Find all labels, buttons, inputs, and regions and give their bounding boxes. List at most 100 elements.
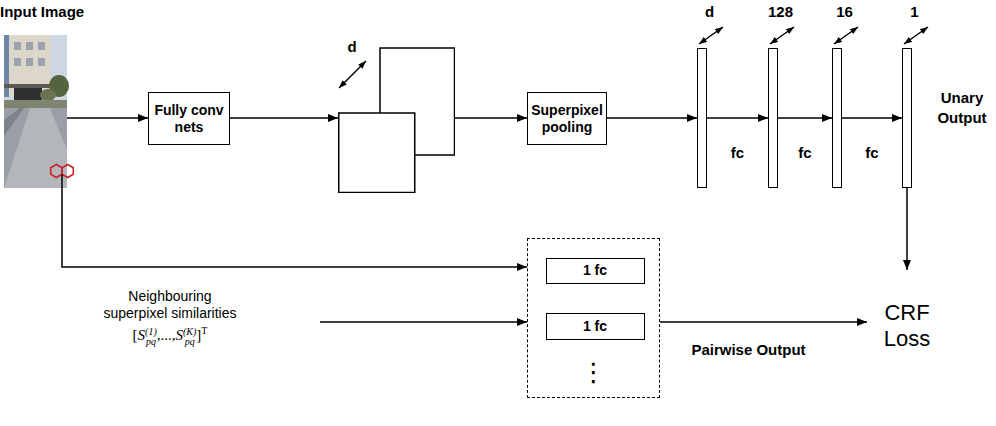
connector-arrow — [906, 188, 908, 270]
dashed-group: ⋮ 1 fc 1 fc — [527, 238, 660, 398]
node-label: [Spq(1),...,Spq(K)]T — [133, 327, 208, 343]
text-slot: Superpixel pooling — [531, 102, 603, 136]
text-slot: ⋮ — [528, 359, 659, 385]
loss-node: CRF Loss — [867, 270, 947, 354]
input-note: Neighbouring superpixel similarities[Spq… — [20, 288, 320, 347]
node-label: 16 — [836, 3, 853, 20]
connector-arrow — [455, 117, 527, 119]
feature-map: d — [338, 40, 455, 193]
connector-arrow — [778, 117, 832, 119]
dimension-arrow — [834, 27, 858, 44]
process-box: 1 fc — [546, 313, 645, 340]
process-box: Fully conv nets — [148, 92, 230, 145]
text-slot: 1 fc — [550, 318, 641, 335]
input-image: Input Image — [4, 35, 67, 188]
connector-arrow — [230, 117, 338, 119]
text-slot: CRF Loss — [867, 300, 947, 352]
photo-pavement — [4, 108, 67, 188]
photo-window — [14, 58, 21, 66]
edge-label: Pairwise Output — [691, 341, 805, 358]
node-label: CRF Loss — [884, 300, 930, 351]
node-label: d — [705, 3, 714, 20]
edge-label-slot: fc — [731, 143, 744, 163]
node-label: Fully conv nets — [154, 102, 223, 135]
dimension-arrow — [699, 27, 723, 44]
layer-bar: 1 — [902, 48, 912, 188]
dimension-arrow — [339, 61, 366, 88]
formula-part: ] — [196, 327, 201, 343]
text-slot: Neighbouring superpixel similarities — [98, 288, 243, 322]
formula-sub: pq — [183, 337, 196, 347]
text-slot: Input Image — [0, 3, 100, 21]
connector-arrow — [842, 117, 902, 119]
edge-label: fc — [865, 144, 878, 161]
superpixel-hexagon — [62, 165, 73, 178]
node-label: 1 — [910, 3, 918, 20]
photo-tree — [40, 89, 56, 101]
node-label: Superpixel pooling — [531, 102, 603, 135]
node-label: 128 — [768, 3, 793, 20]
connector-arrow — [320, 321, 527, 323]
superpixel-hexagon — [51, 165, 62, 178]
node-label: ⋮ — [581, 357, 607, 387]
connector-arrow — [607, 117, 697, 119]
photo-window — [26, 58, 33, 66]
edge-label-slot: fc — [798, 143, 811, 163]
node-label: 1 fc — [583, 262, 607, 278]
process-box: Superpixel pooling — [527, 92, 607, 145]
node-label: Neighbouring superpixel similarities — [103, 288, 236, 321]
photo-window — [38, 42, 45, 50]
photo-window — [38, 58, 45, 66]
node-label: d — [347, 38, 356, 55]
node-label: Input Image — [0, 3, 84, 20]
text-slot: 1 — [890, 3, 940, 21]
connector-arrow — [660, 321, 867, 323]
edge-label-slot: fc — [865, 143, 878, 163]
connector-arrow — [707, 117, 768, 119]
text-slot: 16 — [820, 3, 870, 21]
formula-sup: (1) — [145, 327, 157, 337]
photo-pavement-light — [4, 108, 67, 188]
text-slot: Fully conv nets — [152, 102, 226, 136]
edge-label: fc — [731, 144, 744, 161]
leader-line — [61, 174, 63, 188]
photo-sky — [4, 35, 67, 188]
text-slot: 1 fc — [550, 262, 641, 279]
formula-part: pq(K) — [183, 327, 196, 347]
formula-part: pq(1) — [145, 327, 157, 347]
text-slot: d — [342, 38, 362, 56]
edge-label: fc — [798, 144, 811, 161]
process-box: 1 fc — [546, 258, 645, 284]
formula-sup: (K) — [183, 327, 196, 337]
formula-sub: pq — [145, 337, 157, 347]
feature-map-shape — [338, 40, 455, 193]
photo-hedge — [4, 100, 67, 108]
photo-window — [26, 42, 33, 50]
edge-label-slot: Pairwise Output — [691, 340, 805, 360]
text-slot: d — [685, 3, 735, 21]
dimension-arrow — [770, 27, 794, 44]
input-photo — [4, 35, 69, 188]
layer-bar: 128 — [768, 48, 778, 188]
node-label: 1 fc — [583, 318, 607, 334]
formula-part: S — [175, 327, 183, 343]
layer-bar: 16 — [832, 48, 842, 188]
output-label: Unary Output — [937, 89, 986, 126]
formula-part: S — [138, 327, 146, 343]
formula-part: ,..., — [157, 327, 176, 343]
text-slot: [Spq(1),...,Spq(K)]T — [133, 322, 208, 347]
dimension-arrow — [904, 27, 928, 44]
label-slot: Unary Output — [930, 88, 994, 128]
photo-shadow — [4, 108, 24, 136]
formula-part: [ — [133, 327, 138, 343]
feature-map-front — [339, 113, 415, 193]
photo-window — [14, 42, 21, 50]
photo-entrance — [14, 88, 42, 102]
photo-canopy — [4, 84, 56, 88]
connector-arrow — [67, 117, 148, 119]
connector-arrow — [62, 188, 527, 267]
